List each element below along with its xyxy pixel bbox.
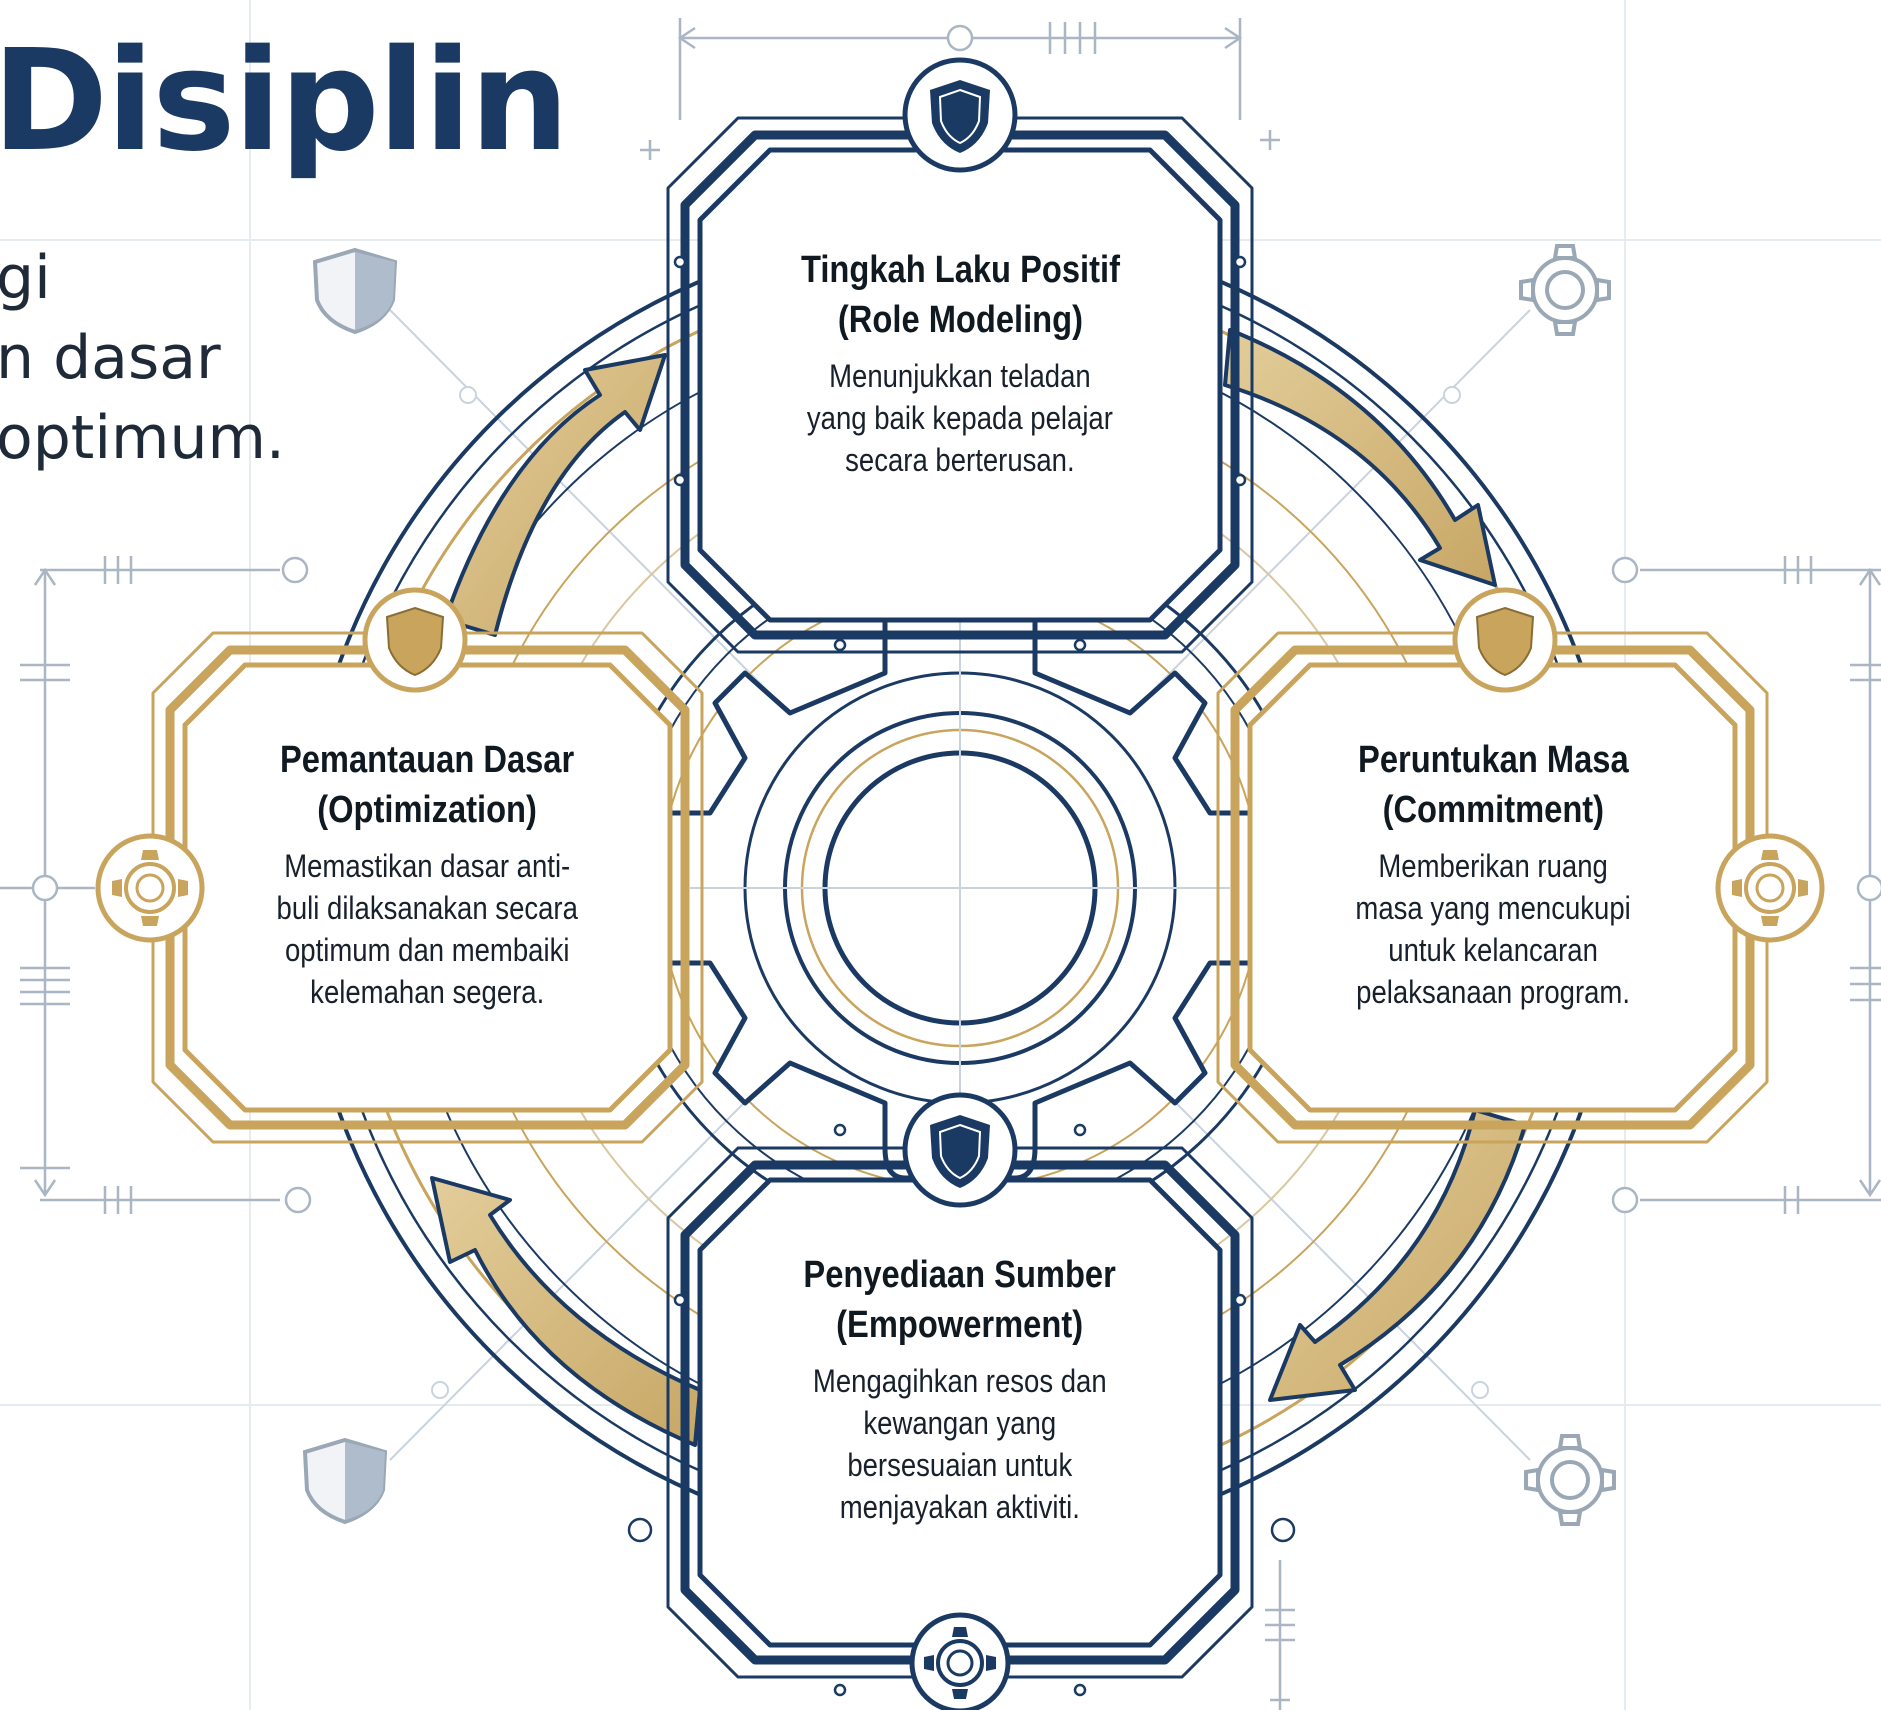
card-description: Mengagihkan resos dan kewangan yang berses… <box>813 1360 1107 1528</box>
card-description-line: Mengagihkan resos dan <box>813 1363 1107 1399</box>
gear-icon <box>1519 244 1611 336</box>
card-description-line: optimum dan membaiki <box>284 932 570 968</box>
cycle-arrows <box>430 328 1527 1447</box>
card-frame-top <box>666 116 1254 654</box>
card-heading-line: Peruntukan Masa <box>1357 739 1629 781</box>
card-heading-line: (Optimization) <box>317 789 537 831</box>
connector-dots <box>627 255 1296 1697</box>
card-description-line: Memastikan dasar anti- <box>283 848 571 884</box>
card-description-line: buli dilaksanakan secara <box>276 890 578 926</box>
card-heading-line: (Empowerment) <box>836 1304 1084 1346</box>
gear-icon <box>95 833 205 943</box>
page-subtitle: gi n dasar optimum. <box>0 243 285 473</box>
card-top: Tingkah Laku Positif (Role Modeling) Menu… <box>720 245 1200 481</box>
card-description-line: kelemahan segera. <box>309 974 545 1010</box>
card-description-line: yang baik kepada pelajar <box>807 400 1113 436</box>
card-heading-line: (Commitment) <box>1382 789 1604 831</box>
arrow-bottom-to-left <box>430 1176 702 1447</box>
gear-icon <box>1524 1434 1616 1526</box>
arrow-left-to-top <box>443 353 667 637</box>
dimension-lines <box>0 18 1881 1710</box>
decor-icons <box>302 244 1616 1526</box>
arrow-right-to-bottom <box>1268 1108 1527 1402</box>
card-heading-line: Tingkah Laku Positif <box>800 249 1120 291</box>
card-frame-bottom <box>666 1146 1254 1679</box>
card-description-line: bersesuaian untuk <box>847 1447 1073 1483</box>
card-bottom: Penyediaan Sumber (Empowerment) Mengagihk… <box>720 1250 1200 1528</box>
card-heading-line: (Role Modeling) <box>837 299 1083 341</box>
gear-icon <box>1715 833 1825 943</box>
card-description-line: untuk kelancaran <box>1388 932 1598 968</box>
central-gear-icon <box>647 575 1273 1181</box>
card-heading: Peruntukan Masa (Commitment) <box>1358 735 1629 835</box>
card-heading-line: Penyediaan Sumber <box>803 1254 1117 1296</box>
card-heading-line: Pemantauan Dasar <box>279 739 575 781</box>
shield-icon <box>362 587 468 693</box>
shield-icon <box>902 1092 1018 1208</box>
card-frame-right <box>1216 631 1769 1144</box>
card-heading: Penyediaan Sumber (Empowerment) <box>804 1250 1116 1350</box>
card-description-line: pelaksanaan program. <box>1356 974 1630 1010</box>
card-description-line: Menunjukkan teladan <box>829 358 1091 394</box>
card-description-line: secara berterusan. <box>845 442 1075 478</box>
arrow-top-to-right <box>1223 328 1497 587</box>
card-heading: Tingkah Laku Positif (Role Modeling) <box>800 245 1119 345</box>
card-description: Memastikan dasar anti-buli dilaksanakan … <box>276 845 577 1013</box>
card-left: Pemantauan Dasar (Optimization) Memastika… <box>192 735 662 1013</box>
shield-icon <box>1452 587 1558 693</box>
card-description: Menunjukkan teladan yang baik kepada pela… <box>807 355 1113 481</box>
card-description-line: Memberikan ruang <box>1378 848 1608 884</box>
card-frame-left <box>151 631 704 1144</box>
card-description-line: masa yang mencukupi <box>1355 890 1631 926</box>
card-description-line: menjayakan aktiviti. <box>839 1489 1081 1525</box>
card-description: Memberikan ruang masa yang mencukupi untuk… <box>1355 845 1630 1013</box>
shield-icon <box>902 57 1018 173</box>
gear-icon <box>909 1612 1011 1710</box>
card-description-line: kewangan yang <box>863 1405 1057 1441</box>
card-right: Peruntukan Masa (Commitment) Memberikan r… <box>1258 735 1728 1013</box>
page-title: Disiplin <box>0 20 569 183</box>
card-heading: Pemantauan Dasar (Optimization) <box>280 735 574 835</box>
